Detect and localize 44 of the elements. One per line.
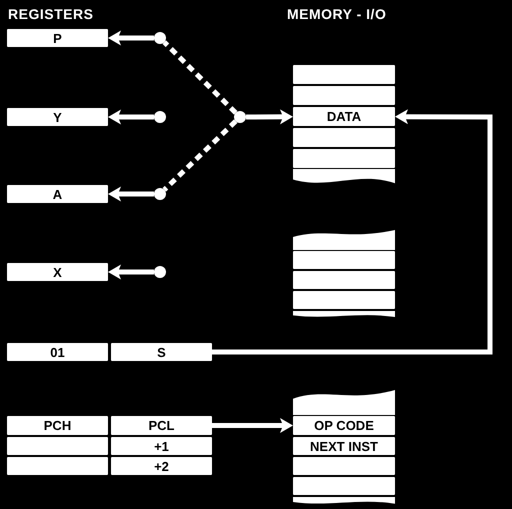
bus-dot xyxy=(154,32,166,44)
register-cell: X xyxy=(7,263,108,281)
memory-cell: NEXT INST xyxy=(293,437,395,455)
register-cell: S xyxy=(111,343,212,361)
register-cell: +2 xyxy=(111,457,212,475)
arrow xyxy=(212,109,492,354)
register-cell: Y xyxy=(7,108,108,126)
bus-dot xyxy=(154,266,166,278)
torn-memory-edge xyxy=(293,390,395,415)
arrow xyxy=(212,418,293,433)
memory-cell xyxy=(293,251,395,269)
register-cell: P xyxy=(7,29,108,47)
memory-cell xyxy=(293,128,395,147)
register-cell: PCH xyxy=(7,416,108,435)
column-heading: REGISTERS xyxy=(8,6,94,22)
memory-cell xyxy=(293,291,395,309)
torn-memory-edge xyxy=(293,230,395,250)
memory-cell: OP CODE xyxy=(293,416,395,435)
register-cell: A xyxy=(7,185,108,203)
memory-cell xyxy=(293,477,395,495)
memory-cell xyxy=(293,149,395,168)
register-cell: +1 xyxy=(111,437,212,455)
dashed-connector xyxy=(162,119,238,192)
arrow xyxy=(108,30,154,46)
bus-dot xyxy=(234,111,246,123)
arrow xyxy=(108,110,154,124)
memory-cell: DATA xyxy=(293,107,395,126)
register-cell xyxy=(7,457,108,475)
register-cell: PCL xyxy=(111,416,212,435)
torn-memory-edge xyxy=(293,311,395,319)
bus-dot xyxy=(154,188,166,200)
torn-memory-edge xyxy=(293,497,395,506)
arrow xyxy=(108,264,154,280)
memory-cell xyxy=(293,271,395,289)
bus-dot xyxy=(154,111,166,123)
dashed-connector xyxy=(162,40,238,115)
memory-cell xyxy=(293,457,395,475)
memory-cell xyxy=(293,86,395,105)
arrow xyxy=(108,186,154,202)
arrow xyxy=(246,109,293,124)
register-cell xyxy=(7,437,108,455)
column-heading: MEMORY - I/O xyxy=(287,6,386,22)
memory-cell xyxy=(293,65,395,84)
register-cell: 01 xyxy=(7,343,108,361)
